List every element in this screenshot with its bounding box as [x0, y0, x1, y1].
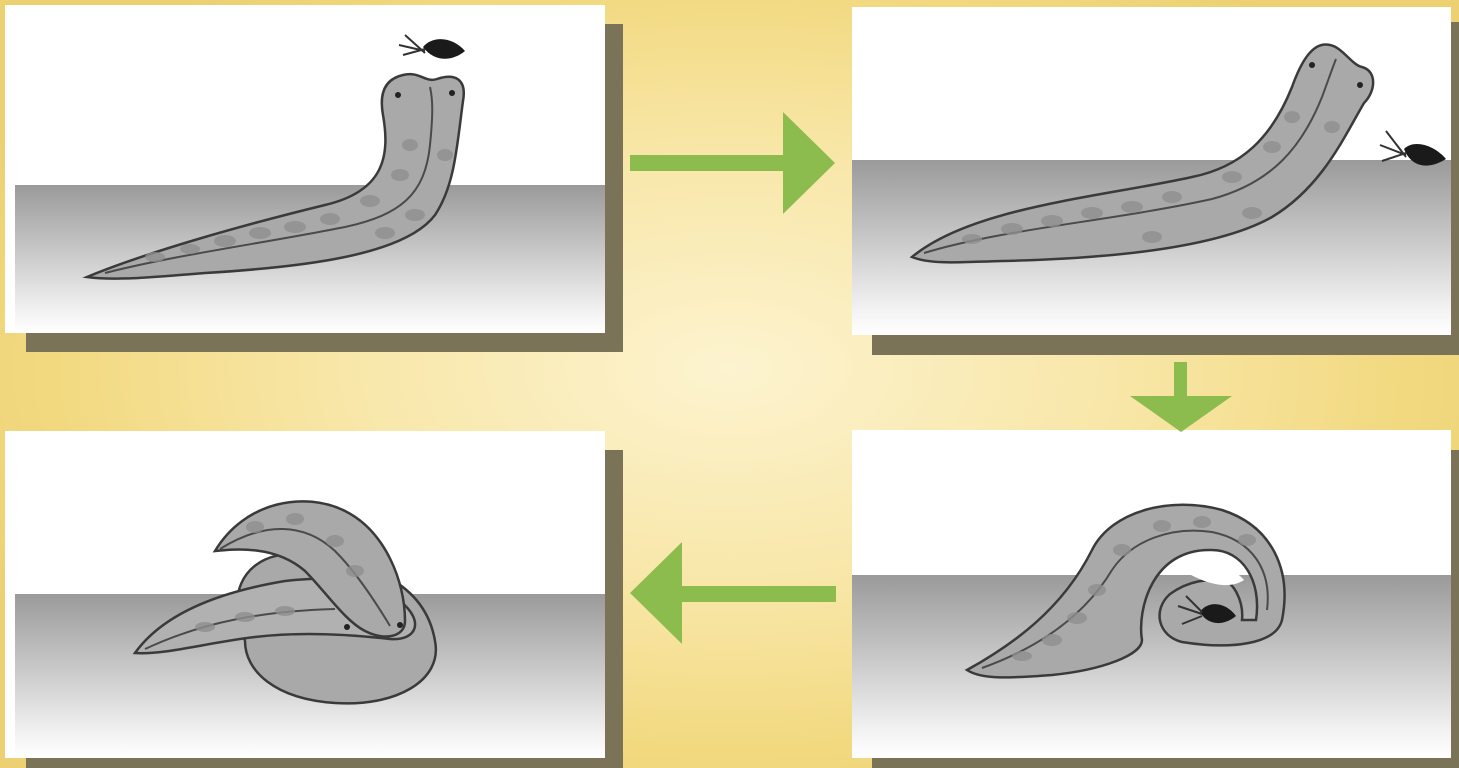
hagfish-forming-loop-icon	[852, 430, 1451, 758]
arrow-down-icon	[1128, 360, 1234, 434]
arrow-right-icon	[628, 110, 838, 220]
panel-image	[5, 431, 605, 758]
hagfish-knotted-icon	[5, 431, 605, 758]
panel-image	[852, 430, 1451, 758]
panel-image	[5, 5, 605, 333]
prey-icon	[1380, 131, 1446, 166]
hagfish-reaching-prey-icon	[5, 5, 605, 333]
prey-icon	[399, 35, 465, 59]
hagfish-prey-escaping-icon	[852, 7, 1451, 335]
arrow-left-icon	[628, 540, 838, 650]
panel-image	[852, 7, 1451, 335]
